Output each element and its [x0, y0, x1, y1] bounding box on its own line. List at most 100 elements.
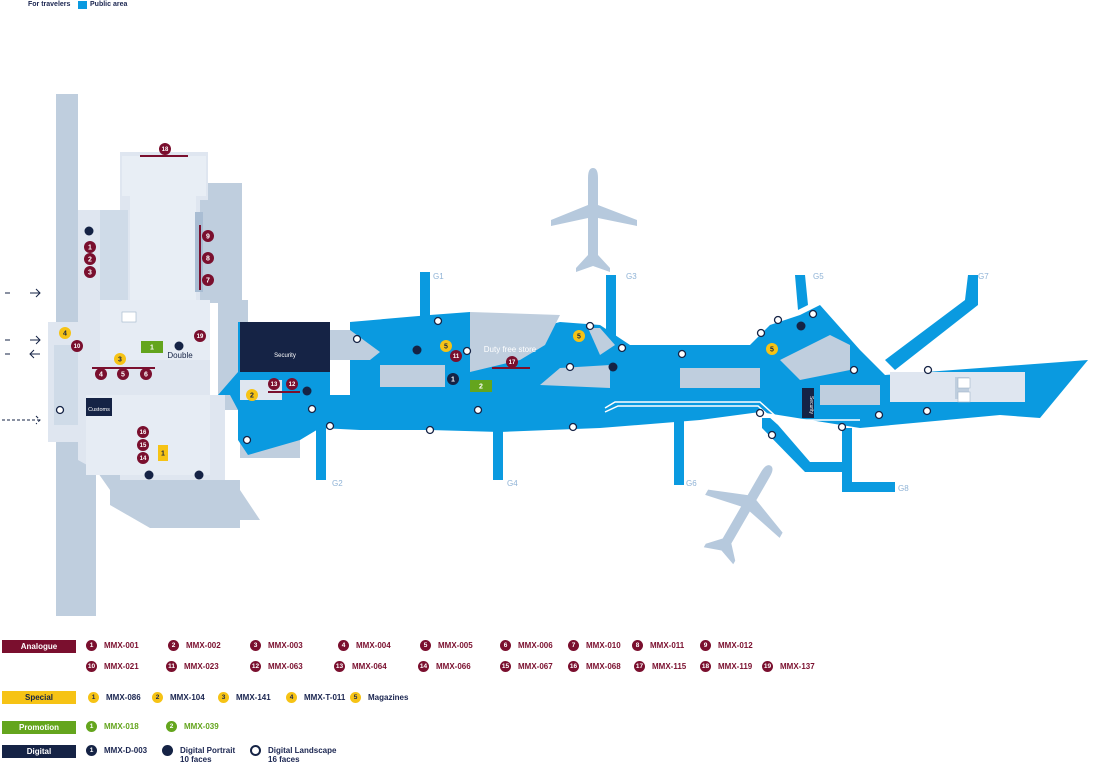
- legend-badge-analogue: Analogue: [2, 640, 76, 653]
- analogue-marker-label-15: 15: [140, 443, 147, 449]
- legend-analogue-12-code: MMX-063: [268, 662, 303, 671]
- gate-g8: G8: [898, 484, 909, 493]
- digital-landscape-ring: [756, 328, 766, 338]
- digital-portrait-dot: [84, 226, 94, 236]
- digital-landscape-ring: [585, 321, 595, 331]
- legend-special-4-badge: 4: [286, 692, 297, 703]
- legend-analogue-19-code: MMX-137: [780, 662, 815, 671]
- for-travelers-label: For travelers: [28, 1, 71, 8]
- legend-promotion-1: 1 MMX-018: [86, 721, 139, 735]
- legend-analogue-19-badge: 19: [762, 661, 773, 672]
- entrance-arrows: [2, 288, 41, 425]
- analogue-marker-5: [117, 368, 129, 380]
- analogue-marker-label-16: 16: [140, 430, 147, 436]
- gate-g7: G7: [978, 272, 989, 281]
- airside-public-area: [218, 272, 1088, 492]
- digital-landscape-ring: [565, 362, 575, 372]
- double-label: Double: [167, 351, 193, 360]
- digital-marker-1: [447, 373, 459, 385]
- digital-portrait-dot: [302, 386, 312, 396]
- special-marker-label-1-0: 1: [161, 450, 165, 457]
- digital-landscape-ring: [923, 365, 933, 375]
- digital-marker-label-1: 1: [451, 376, 455, 383]
- legend-analogue-2-code: MMX-002: [186, 641, 221, 650]
- legend-analogue-6-badge: 6: [500, 640, 511, 651]
- legend-analogue-17-badge: 17: [634, 661, 645, 672]
- legend-analogue-19: 19 MMX-137: [762, 661, 815, 675]
- promotion-marker-2: [470, 380, 492, 392]
- analogue-marker-17: [506, 356, 518, 368]
- analogue-marker-3: [84, 266, 96, 278]
- analogue-marker-label-14: 14: [140, 456, 147, 462]
- digital-landscape-ring: [767, 430, 777, 440]
- analogue-marker-19: [194, 330, 206, 342]
- analogue-marker-7: [202, 274, 214, 286]
- special-marker-label-5-4: 5: [444, 343, 448, 350]
- digital-landscape-ring: [307, 404, 317, 414]
- legend-analogue-16-code: MMX-068: [586, 662, 621, 671]
- special-marker-3-2: [114, 353, 126, 365]
- analogue-marker-13: [268, 378, 280, 390]
- gate-labels: G1 G2 G3 G4 G5 G6 G7 G8: [332, 272, 989, 493]
- digital-landscape-ring: [677, 349, 687, 359]
- gate-g6: G6: [686, 479, 697, 488]
- analogue-marker-1: [84, 241, 96, 253]
- security-label-2: Security: [808, 396, 814, 415]
- digital-portrait-dot: [174, 341, 184, 351]
- analogue-marker-label-1: 1: [88, 244, 92, 251]
- analogue-marker-label-3: 3: [88, 269, 92, 276]
- gate-g2: G2: [332, 479, 343, 488]
- legend-promotion-1-code: MMX-018: [104, 722, 139, 731]
- legend-special-1-badge: 1: [88, 692, 99, 703]
- legend-analogue-16-badge: 16: [568, 661, 579, 672]
- legend-analogue-4-code: MMX-004: [356, 641, 391, 650]
- gate-g1: G1: [433, 272, 444, 281]
- legend-analogue-16: 16 MMX-068: [568, 661, 621, 675]
- special-marker-label-5-5: 5: [577, 333, 581, 340]
- special-marker-1: [158, 445, 168, 461]
- digital-portrait-dot: [796, 321, 806, 331]
- legend-special-5-badge: 5: [350, 692, 361, 703]
- special-marker-5-5: [573, 330, 585, 342]
- corridor-lines: [604, 401, 860, 425]
- legend-special-4-code: MMX-T-011: [304, 693, 346, 702]
- legend-digital-landscape-code: Digital Landscape: [268, 746, 337, 755]
- legend-digital-1-badge: 1: [86, 745, 97, 756]
- digital-landscape-ring: [922, 406, 932, 416]
- analogue-marker-label-5: 5: [121, 371, 125, 378]
- analogue-marker-label-7: 7: [206, 277, 210, 284]
- special-marker-2-1: [246, 389, 258, 401]
- digital-landscape-ring: [617, 343, 627, 353]
- legend-special-3-badge: 3: [218, 692, 229, 703]
- legend-promotion-1-badge: 1: [86, 721, 97, 732]
- analogue-marker-11: [450, 350, 462, 362]
- special-marker-4-3: [59, 327, 71, 339]
- public-area-label: Public area: [90, 1, 128, 8]
- legend-analogue-12-badge: 12: [250, 661, 261, 672]
- legend-promotion-2-badge: 2: [166, 721, 177, 732]
- analogue-marker-label-2: 2: [88, 256, 92, 263]
- analogue-marker-14: [137, 452, 149, 464]
- legend-analogue-11-code: MMX-023: [184, 662, 219, 671]
- legend-badge-special: Special: [2, 691, 76, 704]
- analogue-lines: [92, 155, 530, 393]
- analogue-marker-6: [140, 368, 152, 380]
- promotion-marker-label-1: 1: [150, 344, 154, 351]
- promotion-marker-label-2: 2: [479, 383, 483, 390]
- digital-landscape-ring: [352, 334, 362, 344]
- digital-landscape-ring: [55, 405, 65, 415]
- promotion-marker-1: [141, 341, 163, 353]
- legend-analogue-1-code: MMX-001: [104, 641, 139, 650]
